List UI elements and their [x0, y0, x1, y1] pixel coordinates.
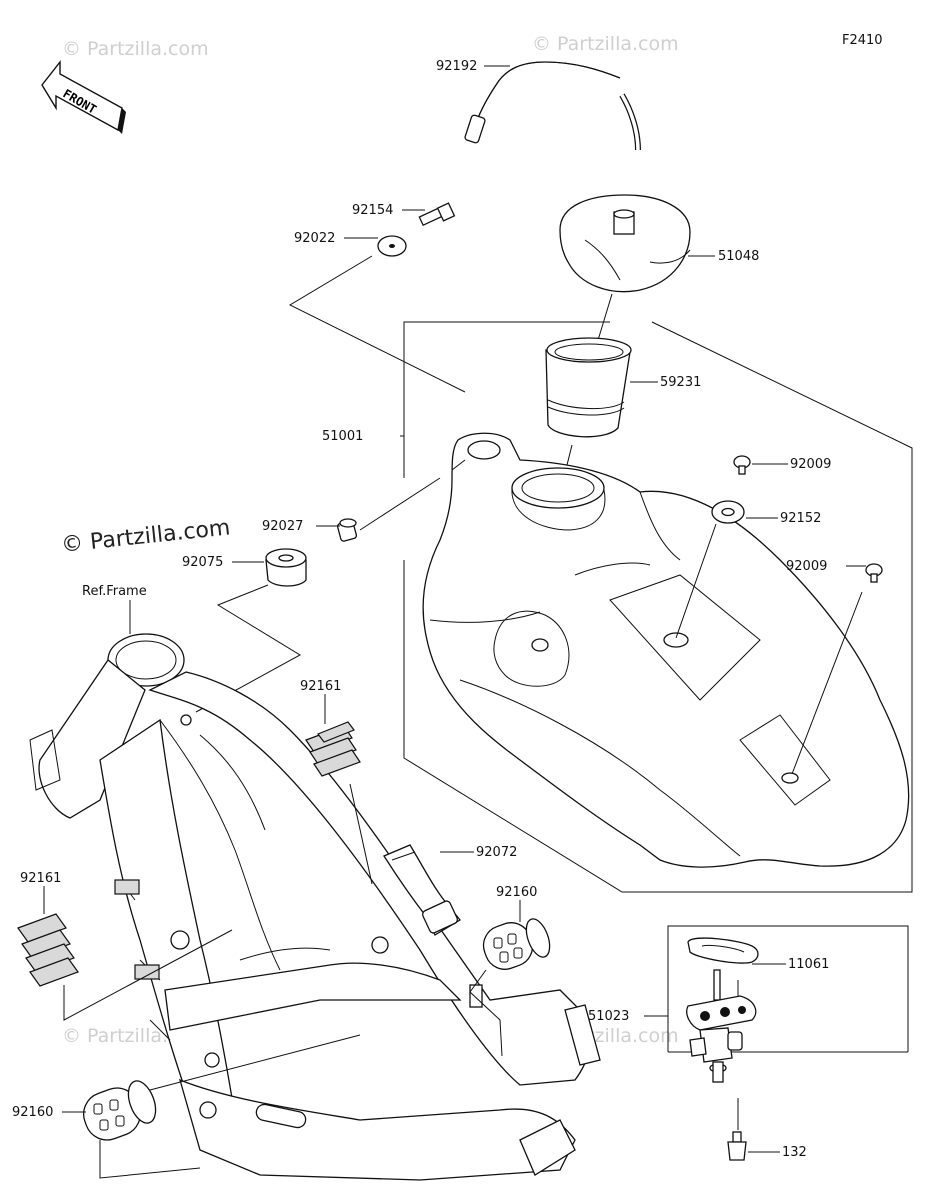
ref-frame-label: Ref.Frame: [82, 584, 147, 599]
part-label: 51048: [718, 249, 759, 264]
part-label: 59231: [660, 375, 701, 390]
watermark: © Partzilla.com: [532, 33, 679, 55]
part-label: 92009: [790, 457, 831, 472]
gasket-11061: [687, 937, 759, 964]
part-label: 92154: [352, 203, 393, 218]
frame-ref: [29, 633, 601, 1181]
strap-92072: [383, 844, 461, 936]
screw-92009: [865, 563, 883, 583]
part-label: 92161: [20, 871, 61, 886]
figure-code: F2410: [842, 33, 883, 48]
part-label: 51001: [322, 429, 363, 444]
washer-92022: [377, 235, 407, 257]
grommet-92152: [711, 500, 745, 524]
part-label: 11061: [788, 957, 829, 972]
part-label: 92072: [476, 845, 517, 860]
part-label: 92160: [12, 1105, 53, 1120]
part-label: 51023: [588, 1009, 629, 1024]
roller-92160: [482, 918, 551, 970]
watermark-main: © Partzilla.com: [60, 515, 231, 558]
pad-92161: [305, 721, 361, 777]
damper-92075: [265, 548, 307, 587]
part-label: 92152: [780, 511, 821, 526]
part-label: 92022: [294, 231, 335, 246]
fuel-cap-51048: [559, 194, 691, 293]
collar-92027: [336, 518, 358, 542]
part-label: 132: [782, 1145, 807, 1160]
fuel-tank-51001: [422, 432, 910, 868]
part-label: 92160: [496, 885, 537, 900]
petcock-51023: [686, 969, 757, 1083]
pad-92161: [17, 913, 79, 987]
part-label: 92075: [182, 555, 223, 570]
part-label: 92027: [262, 519, 303, 534]
screw-132: [727, 1131, 747, 1161]
screw-92009: [733, 455, 751, 475]
hose-92192: [464, 61, 641, 151]
part-label: 92009: [786, 559, 827, 574]
roller-92160: [83, 1080, 157, 1141]
bolt-92154: [418, 202, 456, 227]
watermark: © Partzilla.com: [62, 38, 209, 60]
filter-59231: [545, 337, 632, 438]
part-label: 92192: [436, 59, 477, 74]
front-arrow-icon: FRONT: [41, 59, 126, 134]
part-label: 92161: [300, 679, 341, 694]
